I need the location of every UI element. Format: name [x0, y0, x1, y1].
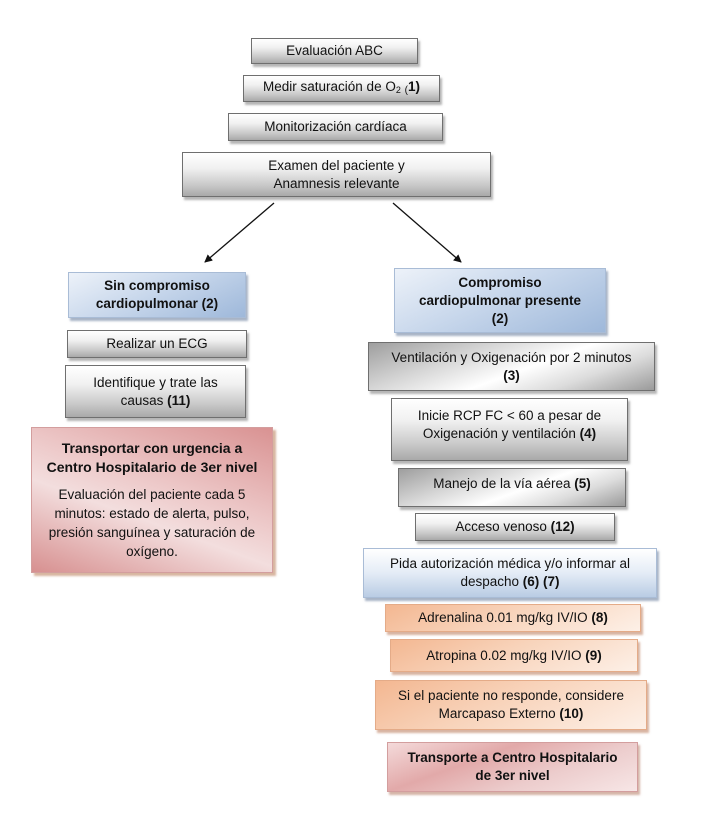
arrow-right-branch [392, 202, 462, 263]
step-identifique-causas: Identifique y trate las causas (11) [65, 365, 246, 418]
step-label: Monitorización cardíaca [264, 119, 407, 134]
step-label: Medir saturación de O2 (1) [263, 78, 420, 96]
branch-header-compromiso-presente: Compromiso cardiopulmonar presente (2) [394, 268, 606, 333]
step-label-line2: despacho (6) (7) [460, 574, 560, 589]
transport-line1: Transporte a Centro Hospitalario [407, 750, 618, 765]
step-transporte-centro: Transporte a Centro Hospitalario de 3er … [387, 742, 638, 792]
step-label: Realizar un ECG [106, 336, 208, 351]
step-monitorizacion-cardiaca: Monitorización cardíaca [228, 113, 443, 141]
branch-title-line3: (2) [491, 310, 509, 326]
step-label-line1: Identifique y trate las [93, 374, 218, 390]
step-ventilacion-oxigenacion: Ventilación y Oxigenación por 2 minutos … [368, 342, 655, 391]
branch-title-line1: Compromiso [458, 274, 542, 290]
step-examen-paciente: Examen del paciente y Anamnesis relevant… [182, 152, 491, 197]
step-acceso-venoso: Acceso venoso (12) [415, 513, 615, 541]
branch-title-line2: cardiopulmonar presente [418, 292, 582, 308]
step-ref: (3) [503, 367, 520, 383]
step-label-line2: Oxigenación y ventilación (4) [422, 426, 597, 441]
step-manejo-via-aerea: Manejo de la vía aérea (5) [398, 468, 626, 507]
step-realizar-ecg: Realizar un ECG [67, 330, 247, 358]
step-evaluacion-abc: Evaluación ABC [251, 38, 418, 64]
step-label-line2: causas (11) [120, 392, 191, 408]
transport-title-line1: Transportar con urgencia a [61, 440, 243, 456]
step-label: Acceso venoso (12) [455, 519, 575, 534]
step-inicie-rcp: Inicie RCP FC < 60 a pesar de Oxigenació… [391, 398, 628, 461]
step-atropina: Atropina 0.02 mg/kg IV/IO (9) [390, 639, 638, 672]
step-medir-saturacion: Medir saturación de O2 (1) [243, 75, 440, 102]
branch-header-sin-compromiso: Sin compromiso cardiopulmonar (2) [68, 272, 246, 318]
transport-title-line2: Centro Hospitalario de 3er nivel [46, 459, 258, 475]
arrow-left-branch [204, 202, 275, 263]
step-label-line1: Si el paciente no responde, considere [398, 688, 624, 703]
step-label-line1: Pida autorización médica y/o informar al [389, 556, 631, 571]
step-label: Atropina 0.02 mg/kg IV/IO (9) [426, 647, 602, 663]
step-label: Manejo de la vía aérea (5) [433, 476, 591, 491]
step-label: Evaluación ABC [286, 43, 383, 58]
step-label-line2: Anamnesis relevante [273, 175, 400, 191]
branch-title-line1: Sin compromiso [104, 278, 210, 293]
step-label-line1: Ventilación y Oxigenación por 2 minutos [391, 349, 632, 365]
step-label-line2: Marcapaso Externo (10) [438, 706, 584, 721]
step-autorizacion-medica: Pida autorización médica y/o informar al… [363, 548, 657, 598]
step-label-line1: Examen del paciente y [268, 157, 405, 173]
step-marcapaso-externo: Si el paciente no responde, considere Ma… [375, 680, 647, 730]
step-label: Adrenalina 0.01 mg/kg IV/IO (8) [418, 610, 608, 625]
branch-title-line2: cardiopulmonar (2) [95, 296, 219, 311]
step-label-line1: Inicie RCP FC < 60 a pesar de [417, 408, 602, 423]
transport-body: Evaluación del paciente cada 5 minutos: … [48, 487, 256, 559]
step-transportar-urgencia: Transportar con urgencia a Centro Hospit… [31, 427, 273, 573]
step-adrenalina: Adrenalina 0.01 mg/kg IV/IO (8) [385, 604, 641, 632]
transport-line2: de 3er nivel [475, 768, 550, 783]
